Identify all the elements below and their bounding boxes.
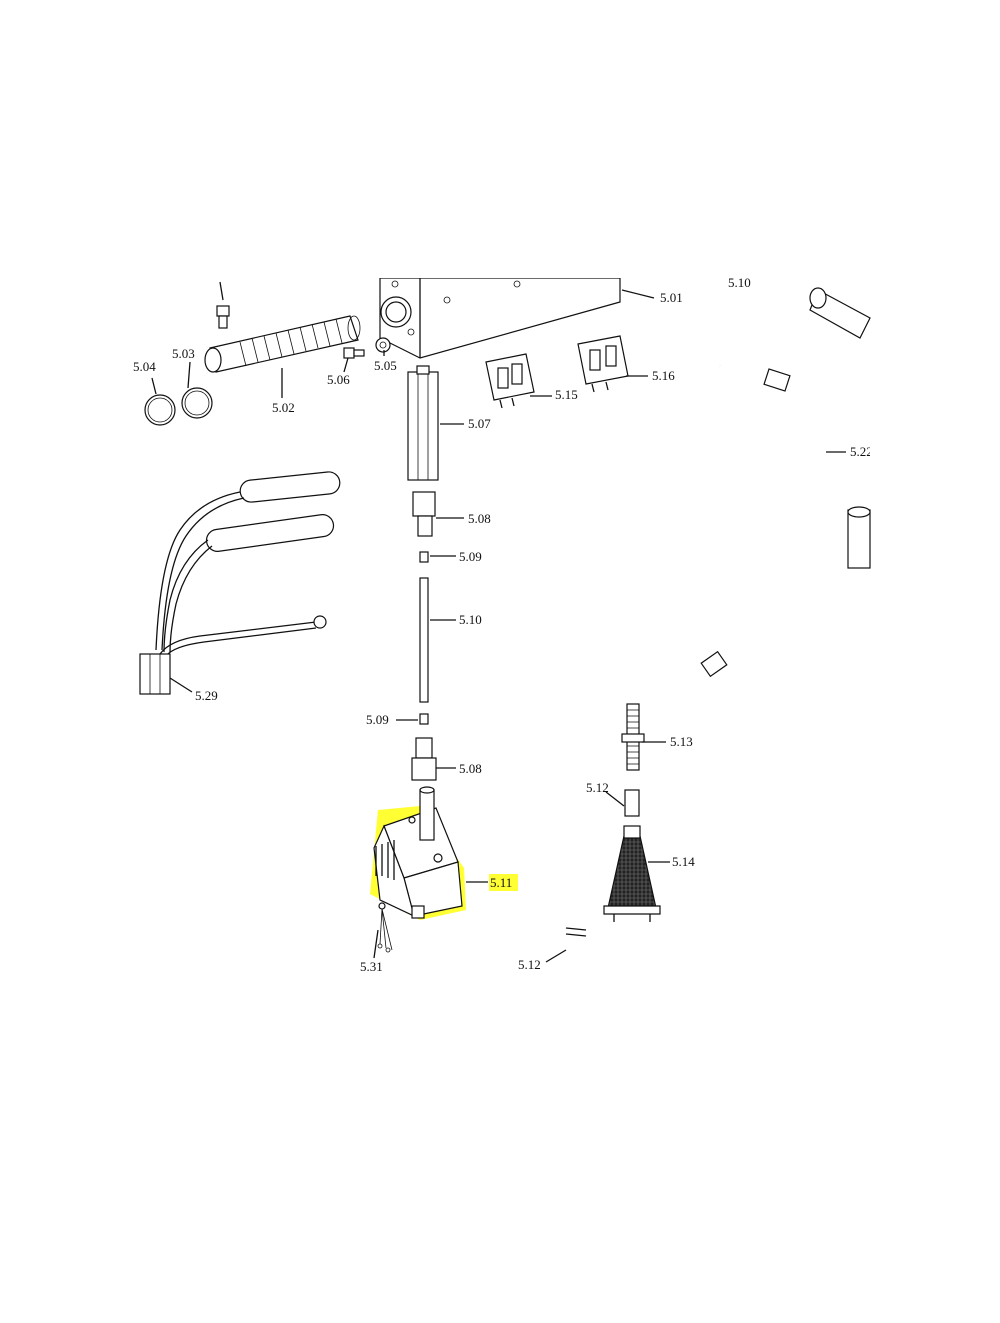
label-5-07: 5.07 <box>468 416 491 431</box>
o-ring-part <box>181 387 213 419</box>
label-5-10-clipped: 5.10 <box>728 275 751 290</box>
label-5-02: 5.02 <box>272 400 295 415</box>
label-5-13: 5.13 <box>670 734 693 749</box>
label-5-08-top: 5.08 <box>468 511 491 526</box>
boiler-block-part <box>379 278 621 359</box>
label-5-09-top: 5.09 <box>459 549 482 564</box>
label-5-04: 5.04 <box>133 359 156 374</box>
svg-text:5.10: 5.10 <box>728 275 751 290</box>
sensor-part <box>377 902 393 953</box>
label-5-11: 5.11 <box>490 875 512 890</box>
washer-part <box>375 337 391 353</box>
switch-part <box>485 353 535 409</box>
small-screw-part <box>343 347 365 359</box>
ferrule-part <box>419 551 429 563</box>
label-5-31: 5.31 <box>360 959 383 974</box>
top-screw-part <box>216 281 230 329</box>
conical-strainer-part <box>603 825 661 922</box>
label-5-01: 5.01 <box>660 290 683 305</box>
label-5-03: 5.03 <box>172 346 195 361</box>
part-labels: 5.01 5.02 5.03 5.04 5.05 5.06 5.07 5.08 … <box>133 290 695 974</box>
o-ring-part <box>144 394 176 426</box>
label-5-05: 5.05 <box>374 358 397 373</box>
switch-part <box>577 335 629 393</box>
heating-element-part <box>139 471 341 695</box>
label-5-29: 5.29 <box>195 688 218 703</box>
label-5-14: 5.14 <box>672 854 695 869</box>
corrugated-hose-part <box>204 315 361 373</box>
label-5-09-bottom: 5.09 <box>366 712 389 727</box>
label-5-15: 5.15 <box>555 387 578 402</box>
label-5-08-bottom: 5.08 <box>459 761 482 776</box>
straight-tube-part <box>419 577 429 703</box>
svg-text:5.22: 5.22 <box>850 444 873 459</box>
compression-fitting-part <box>411 737 437 781</box>
label-5-06: 5.06 <box>327 372 350 387</box>
label-5-22-clipped: 5.22 <box>850 444 873 459</box>
leader-lines <box>151 289 846 963</box>
ferrule-part <box>419 713 429 725</box>
hex-standoff-part <box>407 365 439 481</box>
label-highlight <box>489 874 518 891</box>
label-5-10: 5.10 <box>459 612 482 627</box>
compression-fitting-part <box>412 491 436 537</box>
threaded-fitting-part <box>621 703 645 771</box>
quick-connector-part <box>809 287 871 339</box>
u-hose-part <box>415 639 633 1036</box>
sleeve-part <box>624 789 640 817</box>
highlighted-assembly-part <box>370 786 466 920</box>
bent-pipe-part <box>700 364 821 678</box>
sleeve-part <box>847 506 871 569</box>
label-5-16: 5.16 <box>652 368 675 383</box>
label-5-12-top: 5.12 <box>586 780 609 795</box>
label-5-12-bottom: 5.12 <box>518 957 541 972</box>
